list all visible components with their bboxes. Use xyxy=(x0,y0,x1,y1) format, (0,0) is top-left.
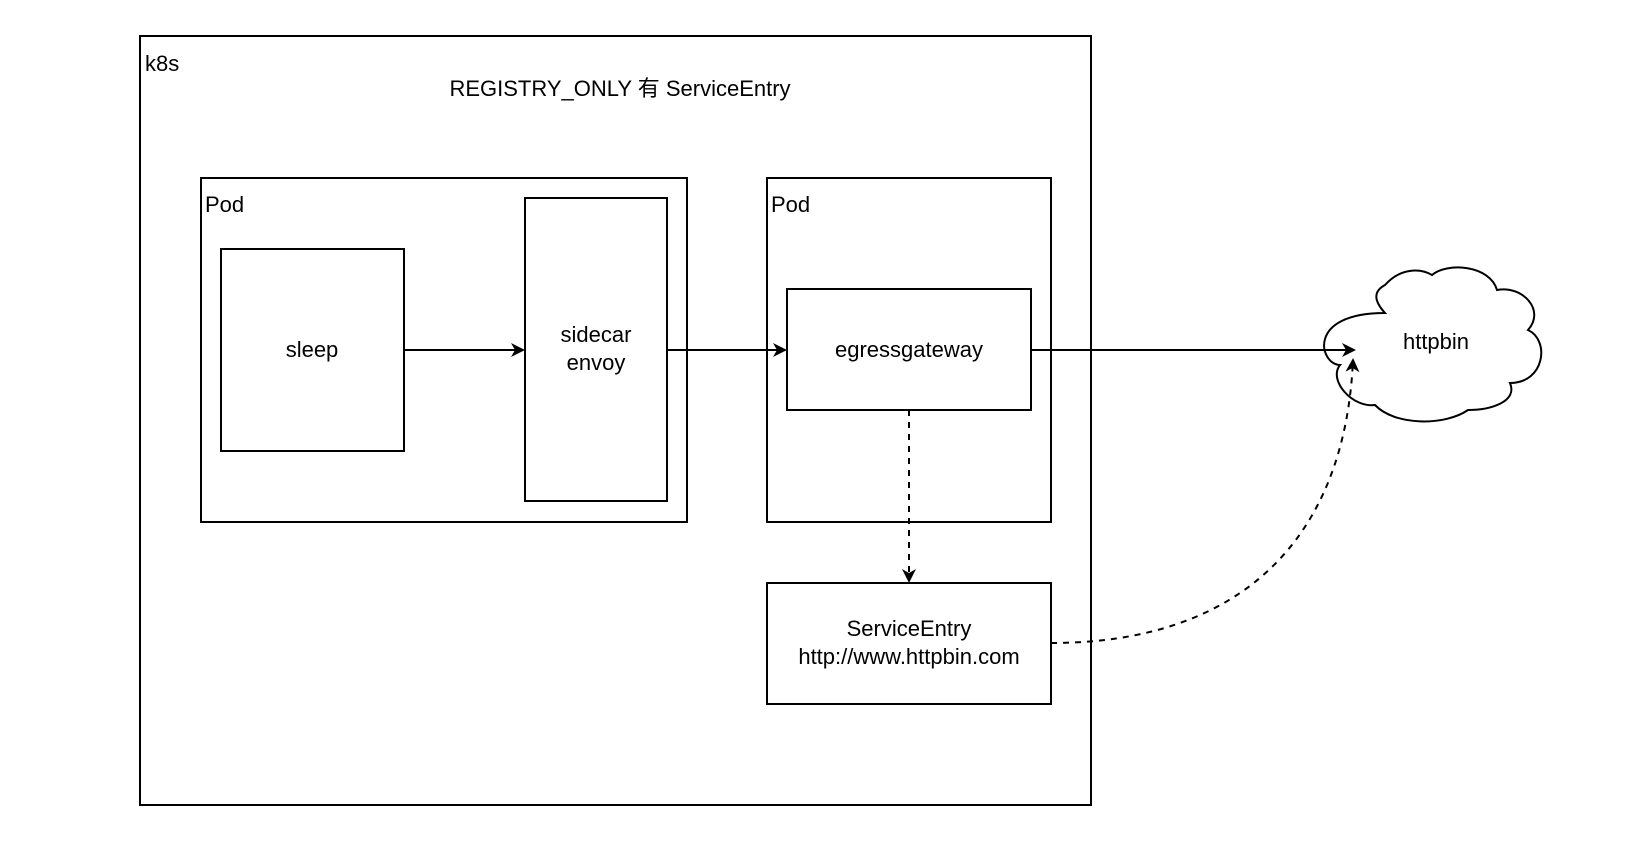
egressgateway-label: egressgateway xyxy=(835,337,983,362)
pod-right-label: Pod xyxy=(771,192,811,217)
service-entry-box xyxy=(766,582,1052,705)
service-entry-label: ServiceEntry http://www.httpbin.com xyxy=(798,615,1019,671)
k8s-cluster-box xyxy=(139,35,1092,806)
sidecar-label-line2: envoy xyxy=(566,350,626,375)
pod-left-label: Pod xyxy=(205,192,245,217)
k8s-label: k8s xyxy=(145,51,180,76)
service-entry-line1: ServiceEntry xyxy=(846,616,972,641)
sidecar-label-line1: sidecar xyxy=(560,322,632,347)
httpbin-label: httpbin xyxy=(1402,329,1470,354)
service-entry-line2: http://www.httpbin.com xyxy=(798,644,1020,669)
sidecar-envoy-label: sidecar envoy xyxy=(561,321,632,377)
arrow-service-entry-to-httpbin xyxy=(1050,358,1360,644)
httpbin-cloud xyxy=(1323,266,1543,423)
sleep-label: sleep xyxy=(285,337,339,362)
cluster-title: REGISTRY_ONLY 有 ServiceEntry xyxy=(449,76,791,101)
